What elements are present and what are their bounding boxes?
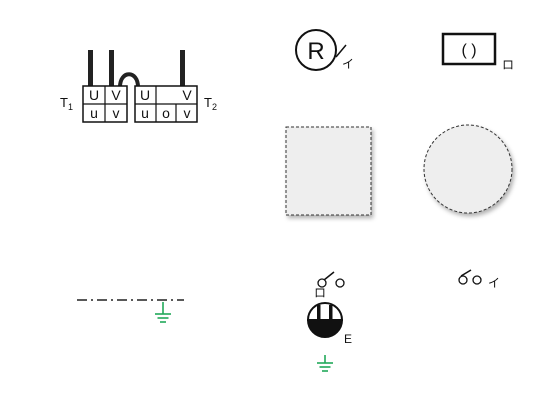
switch-i: イ <box>458 269 500 290</box>
outlet-slot-right <box>329 305 333 321</box>
dash-dot-line-ground <box>77 299 184 323</box>
switch-lo-lever <box>323 271 335 281</box>
outlet-bottom <box>306 319 344 338</box>
outlet-slot-left <box>317 305 321 321</box>
earth-outlet: E <box>306 302 352 372</box>
ground-icon <box>155 302 171 323</box>
relay-circle <box>295 29 337 71</box>
meter-inner: ( ) <box>461 42 476 59</box>
t2-cell-top-1: U <box>140 87 150 103</box>
switch-lo: ロ <box>314 271 345 300</box>
dashed-circle <box>423 124 513 214</box>
lead-right <box>180 50 185 88</box>
relay-letter: R <box>307 38 324 65</box>
meter-box: ( ) ロ <box>441 32 514 72</box>
switch-i-lever <box>460 269 472 277</box>
outlet-top <box>306 302 344 321</box>
transformer-t1: U V u v T1 <box>60 85 128 123</box>
lead-left-1 <box>88 50 93 88</box>
meter-frame <box>441 32 497 66</box>
switch-lo-tag: ロ <box>314 286 326 300</box>
outlet-ground-icon <box>317 355 333 372</box>
t2-cell-bottom-2: o <box>162 105 170 121</box>
lead-left-2 <box>109 50 114 88</box>
t1-cell-bottom-2: v <box>113 105 120 121</box>
t1-cell-top-2: V <box>111 87 121 103</box>
transformer-t2: U V u o v T2 <box>134 85 217 123</box>
switch-i-tag: イ <box>488 276 500 290</box>
bridge-wire <box>118 72 140 88</box>
relay-tick <box>335 44 347 58</box>
t2-cell-bottom-3: v <box>184 105 191 121</box>
outlet-tag: E <box>344 332 352 346</box>
transformer-pair: U V u v T1 U V u o v T2 <box>60 50 217 123</box>
dashed-square <box>285 126 372 216</box>
relay-tag: イ <box>342 57 354 71</box>
t1-label: T1 <box>60 95 73 112</box>
relay-symbol: R イ <box>295 29 354 71</box>
t2-cell-top-3: V <box>182 87 192 103</box>
t1-cell-top-1: U <box>89 87 99 103</box>
t2-label: T2 <box>204 95 217 112</box>
meter-tag: ロ <box>502 58 514 72</box>
t1-cell-bottom-1: u <box>90 105 98 121</box>
t2-cell-bottom-1: u <box>141 105 149 121</box>
